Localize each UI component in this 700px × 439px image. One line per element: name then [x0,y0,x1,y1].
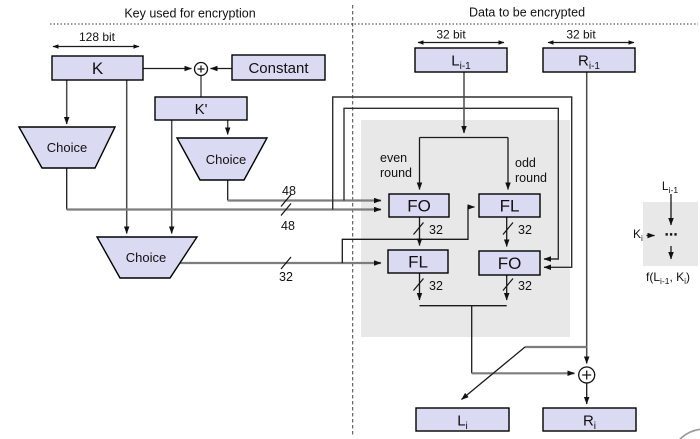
l-prev-label: Li-1 [451,53,471,73]
slash-32-fo-top [413,222,424,235]
constant-box [231,54,326,81]
even-round-label-2: round [380,166,412,180]
choice2-label: Choice [206,152,246,167]
kprime-box-label: K' [195,101,208,118]
slash-32-fl-top [502,222,514,235]
mini-f-p4: i [684,276,686,286]
mini-f-label: f(Li-1, Ki) [646,270,690,286]
odd-round-label-1: odd [515,156,536,170]
choice3-trapezoid [95,236,199,279]
mini-l-sub: i-1 [669,185,679,195]
bus-48-bottom-label: 48 [281,219,295,233]
odd-round-label-2: round [515,171,547,185]
fl-bottom-box [387,249,449,274]
xor-data [578,366,596,384]
bus32-fl-top-label: 32 [518,223,532,237]
mini-f-p5: ) [686,270,690,284]
choice2-trapezoid [175,137,269,181]
slash-48-top [280,194,292,207]
corner-arc-decoration [679,428,700,439]
l-out-main: L [457,413,465,430]
slash-32-fl-bottom [413,278,424,291]
cross-to-l-out-line [461,346,526,401]
fo-top-box [388,193,450,218]
fl-top-box [478,193,541,218]
dim-label-32bit-left: 32 bit [436,28,466,42]
bit-width-slashes [280,194,514,291]
r-prev-box [542,47,636,73]
k-box-label: K [92,59,104,78]
xor-data-plus [582,370,592,380]
l-out-sub: i [466,421,468,432]
bus-32-label: 32 [279,270,293,284]
fo-bottom-label: FO [498,254,522,273]
fo-top-label: FO [407,197,431,216]
bus32-fl-bottom-label: 32 [429,279,443,293]
bus32-fo-bottom-label: 32 [518,279,532,293]
fl-bottom-label: FL [408,253,428,272]
r-prev-label: Ri-1 [578,53,600,73]
fl-top-label: FL [500,197,520,216]
round-function-panel [361,120,570,337]
fl-key-branch [341,204,475,263]
mini-dots-label: ⋯ [665,227,678,242]
right-section-title: Data to be encrypted [469,6,585,20]
r-prev-main: R [578,53,589,70]
l-prev-sub: i-1 [460,61,472,72]
routing-inner [343,107,559,262]
bus-48-top-label: 48 [282,184,296,198]
l-out-box [415,407,510,432]
r-out-sub: i [594,421,596,432]
mini-f-p2: i-1 [660,276,670,286]
kprime-box [154,96,248,121]
boxes [17,47,637,432]
l-prev-main: L [451,53,459,70]
r-out-label: Ri [583,413,596,433]
mini-function-lines [646,194,674,260]
left-section-title: Key used for encryption [124,7,255,21]
dim-label-32bit-right: 32 bit [566,28,596,42]
xor-key-plus [197,65,205,73]
mini-l-main: L [662,179,669,193]
even-round-label-1: even [380,151,407,165]
mini-f-p3: , K [669,270,684,284]
data-path-lines [416,72,590,405]
slash-48-bottom [280,203,292,216]
mini-k-main: K [633,227,641,241]
routing-outer [332,96,573,271]
choice1-trapezoid [17,126,117,169]
r-out-box [542,407,637,432]
xor-key [193,61,209,77]
r-prev-sub: i-1 [589,61,601,72]
labels: Key used for encryption Data to be encry… [47,6,690,433]
constant-box-label: Constant [248,60,309,77]
choice1-label: Choice [47,140,87,155]
choice3-label: Choice [126,250,166,265]
slash-32-fo-bottom [502,278,514,291]
k-box [51,55,144,81]
mini-k-label: Ki [633,227,643,243]
mini-f-p1: f(L [646,270,660,284]
subkey-buses [66,96,573,271]
slash-32-key [280,256,292,270]
fo-bottom-box [478,250,541,276]
bus32-fo-top-label: 32 [429,223,443,237]
l-prev-box [414,47,508,73]
mini-l-prev-label: Li-1 [662,179,678,195]
key-schedule-lines [63,65,232,234]
l-out-label: Li [457,413,468,433]
dim-label-128bit: 128 bit [79,30,116,44]
r-out-main: R [583,413,594,430]
mini-k-sub: i [641,233,643,243]
